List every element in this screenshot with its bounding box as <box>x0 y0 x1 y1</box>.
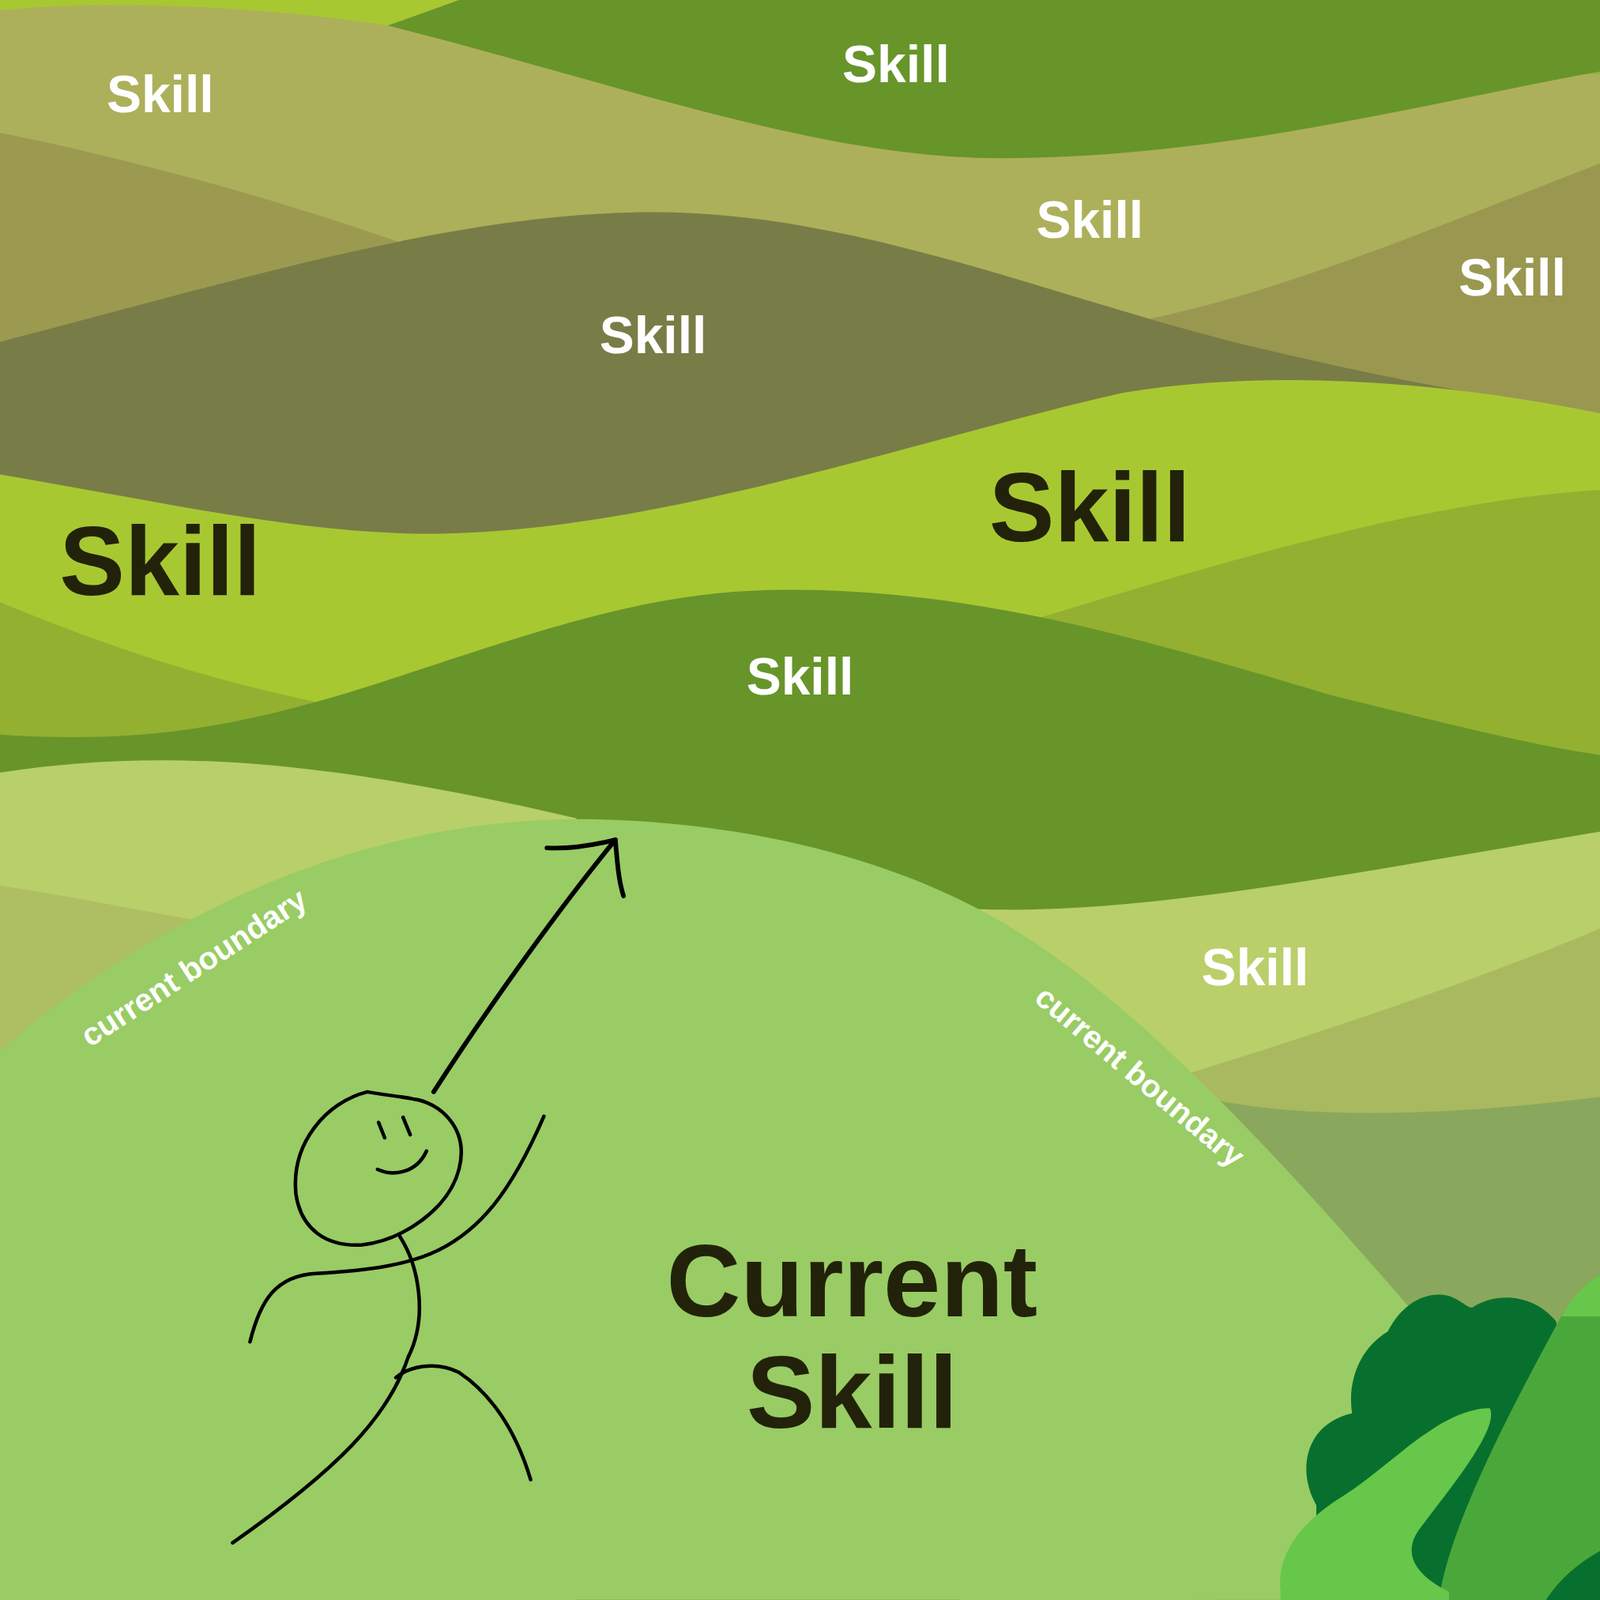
skill-label: Skill <box>106 65 215 124</box>
skill-label: Skill <box>746 647 855 706</box>
skill-label: Skill <box>1201 938 1310 997</box>
skill-label: Skill <box>842 35 950 94</box>
skill-label: Skill <box>59 507 261 615</box>
skill-label: Skill <box>989 453 1191 561</box>
skill-label: Skill <box>1035 190 1144 249</box>
node-title: Current Skill <box>666 1225 1038 1448</box>
skill-label: Skill <box>1458 248 1567 307</box>
skill-label: Skill <box>599 305 708 364</box>
